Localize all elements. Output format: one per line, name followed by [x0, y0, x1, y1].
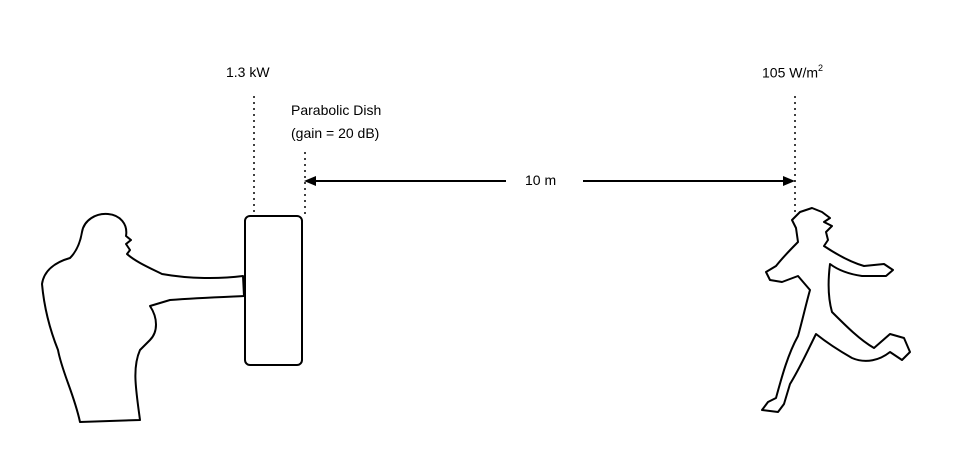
dish-title-label: Parabolic Dish [291, 102, 382, 118]
intensity-label: 105 W/m2 [762, 63, 824, 81]
distance-label: 10 m [519, 172, 563, 189]
parabolic-dish-icon [244, 215, 303, 366]
transmitter-power-label: 1.3 kW [226, 64, 270, 80]
running-person-icon [761, 207, 911, 413]
intensity-value: 105 W/m [762, 64, 819, 81]
distance-arrow [304, 176, 795, 186]
intensity-exponent: 2 [818, 63, 824, 73]
dish-gain-label: (gain = 20 dB) [291, 125, 380, 141]
person-silhouette-icon [41, 212, 245, 423]
arrow-head-right-icon [783, 176, 795, 186]
arrow-head-left-icon [304, 176, 316, 186]
